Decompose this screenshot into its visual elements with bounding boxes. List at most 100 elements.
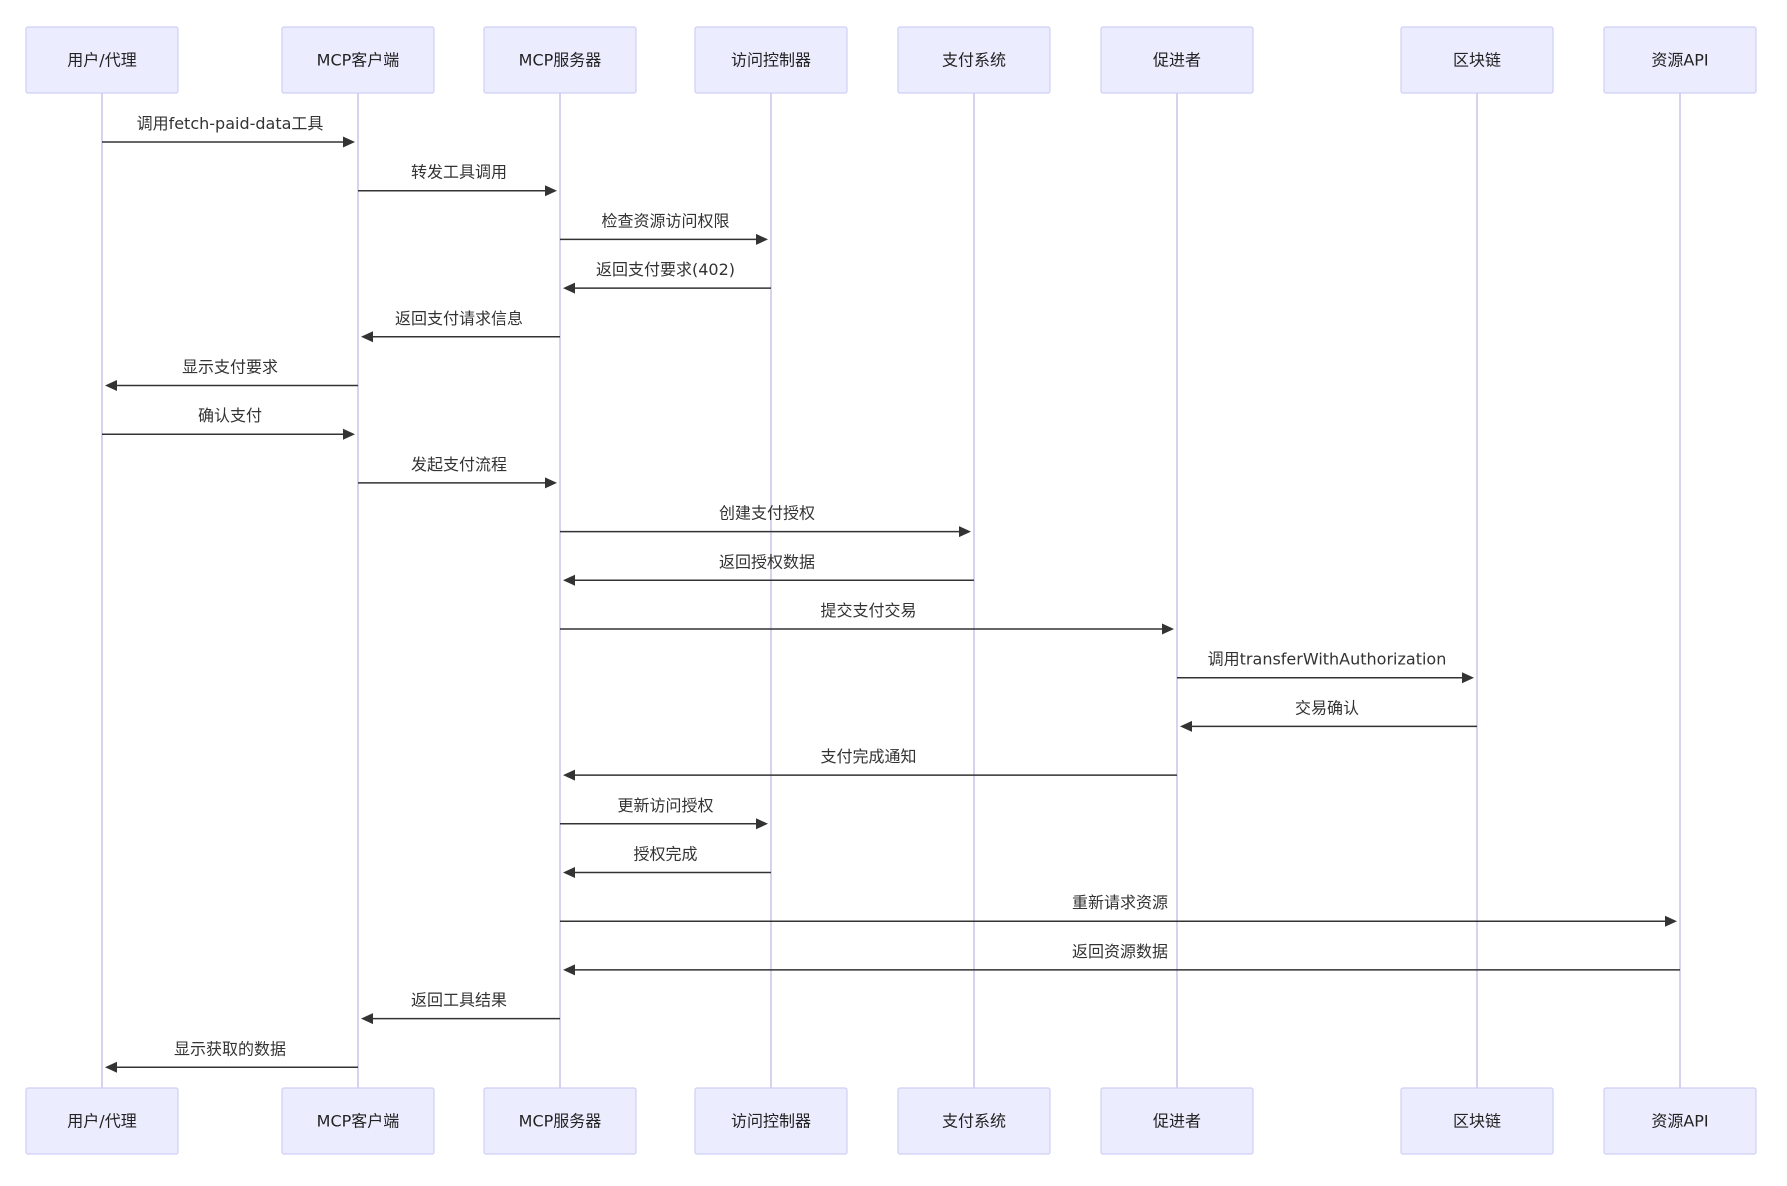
arrowhead-icon (563, 769, 575, 781)
message-2: 转发工具调用 (358, 163, 557, 197)
message-10: 返回授权数据 (563, 552, 974, 586)
message-11: 提交支付交易 (560, 601, 1174, 635)
actor-chain-top: 区块链 (1400, 26, 1554, 94)
actor-access-bottom: 访问控制器 (694, 1087, 848, 1155)
actor-box (897, 1087, 1051, 1155)
message-label: 提交支付交易 (820, 601, 916, 620)
actor-fac-bottom: 促进者 (1100, 1087, 1254, 1155)
actor-client-top: MCP客户端 (281, 26, 435, 94)
arrowhead-icon (545, 477, 557, 489)
message-label: 发起支付流程 (411, 455, 507, 474)
actor-fac-top: 促进者 (1100, 26, 1254, 94)
actor-client-bottom: MCP客户端 (281, 1087, 435, 1155)
actor-box (483, 1087, 637, 1155)
actor-box (1400, 26, 1554, 94)
actor-label: MCP客户端 (317, 51, 400, 70)
actor-api-bottom: 资源API (1603, 1087, 1757, 1155)
message-16: 授权完成 (563, 845, 771, 878)
actor-label: 用户/代理 (67, 1112, 136, 1131)
message-7: 确认支付 (102, 406, 355, 440)
actor-box (281, 1087, 435, 1155)
actor-api-top: 资源API (1603, 26, 1757, 94)
actor-box (1603, 26, 1757, 94)
message-label: 显示获取的数据 (174, 1039, 286, 1058)
actor-label: 用户/代理 (67, 51, 136, 70)
actor-access-top: 访问控制器 (694, 26, 848, 94)
arrowhead-icon (959, 526, 971, 538)
arrowhead-icon (1462, 672, 1474, 684)
message-6: 显示支付要求 (105, 358, 358, 391)
message-4: 返回支付要求(402) (563, 260, 771, 294)
message-label: 显示支付要求 (182, 358, 278, 377)
message-18: 返回资源数据 (563, 942, 1680, 976)
actor-label: 支付系统 (942, 1112, 1006, 1131)
message-label: 返回支付请求信息 (395, 309, 523, 328)
message-label: 返回资源数据 (1072, 942, 1168, 961)
arrowhead-icon (756, 233, 768, 245)
message-label: 更新访问授权 (617, 796, 713, 815)
message-label: 交易确认 (1295, 698, 1359, 717)
actor-label: MCP客户端 (317, 1112, 400, 1131)
actor-box (694, 1087, 848, 1155)
actor-box (281, 26, 435, 94)
arrowhead-icon (756, 818, 768, 830)
message-label: 创建支付授权 (719, 504, 815, 523)
actor-box (1603, 1087, 1757, 1155)
arrowhead-icon (563, 574, 575, 586)
lifelines (101, 93, 1681, 1088)
actor-box (1100, 26, 1254, 94)
message-17: 重新请求资源 (560, 893, 1677, 927)
actor-box (483, 26, 637, 94)
message-5: 返回支付请求信息 (361, 309, 560, 343)
message-label: 检查资源访问权限 (601, 211, 729, 230)
actor-label: MCP服务器 (519, 1112, 602, 1131)
actor-user-bottom: 用户/代理 (25, 1087, 179, 1155)
message-8: 发起支付流程 (358, 455, 557, 489)
message-label: 重新请求资源 (1072, 893, 1168, 912)
actor-box (897, 26, 1051, 94)
arrowhead-icon (361, 1013, 373, 1025)
actor-box (1100, 1087, 1254, 1155)
arrowhead-icon (1665, 915, 1677, 927)
actor-box (1400, 1087, 1554, 1155)
message-14: 支付完成通知 (563, 747, 1177, 781)
arrowhead-icon (1180, 720, 1192, 732)
actor-label: 支付系统 (942, 51, 1006, 70)
message-label: 授权完成 (633, 845, 697, 864)
actor-label: MCP服务器 (519, 51, 602, 70)
actor-label: 访问控制器 (731, 1112, 811, 1131)
actor-box (25, 26, 179, 94)
arrowhead-icon (105, 1061, 117, 1073)
message-label: 返回支付要求(402) (596, 260, 735, 279)
actor-label: 促进者 (1153, 51, 1201, 70)
message-13: 交易确认 (1180, 698, 1477, 732)
message-20: 显示获取的数据 (105, 1039, 358, 1073)
arrowhead-icon (563, 282, 575, 294)
actor-label: 区块链 (1453, 1112, 1501, 1131)
actors-bottom: 用户/代理 MCP客户端 MCP服务器 访问控制器 支付系统 促进者 区块链 资源API (25, 1087, 1757, 1155)
actor-box (25, 1087, 179, 1155)
message-9: 创建支付授权 (560, 504, 971, 538)
message-label: 确认支付 (198, 406, 262, 425)
arrowhead-icon (361, 331, 373, 343)
message-label: 支付完成通知 (820, 747, 916, 766)
message-label: 返回授权数据 (719, 552, 815, 571)
actor-label: 区块链 (1453, 51, 1501, 70)
actor-server-top: MCP服务器 (483, 26, 637, 94)
actor-chain-bottom: 区块链 (1400, 1087, 1554, 1155)
arrowhead-icon (343, 428, 355, 440)
message-label: 转发工具调用 (411, 163, 507, 182)
message-label: 调用transferWithAuthorization (1208, 650, 1447, 669)
actor-user-top: 用户/代理 (25, 26, 179, 94)
actor-box (694, 26, 848, 94)
arrowhead-icon (545, 185, 557, 197)
message-label: 调用fetch-paid-data工具 (137, 114, 324, 133)
message-1: 调用fetch-paid-data工具 (102, 114, 355, 148)
message-19: 返回工具结果 (361, 991, 560, 1025)
actor-label: 资源API (1651, 1112, 1708, 1131)
messages: 调用fetch-paid-data工具转发工具调用检查资源访问权限返回支付要求(… (102, 114, 1680, 1073)
arrowhead-icon (343, 136, 355, 148)
actors-top: 用户/代理 MCP客户端 MCP服务器 访问控制器 支付系统 促进者 区块链 资源API (25, 26, 1757, 94)
actor-label: 促进者 (1153, 1112, 1201, 1131)
